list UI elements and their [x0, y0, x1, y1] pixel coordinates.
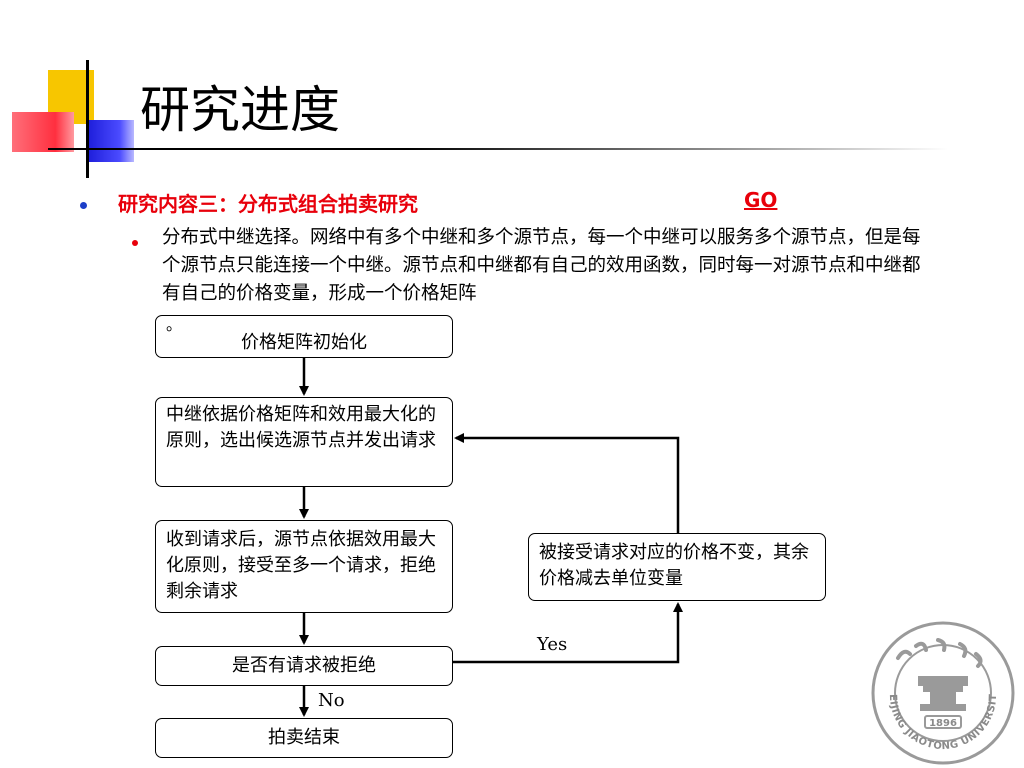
title-decoration-vertical-line — [86, 60, 89, 178]
flow-decision-rejected: 是否有请求被拒绝 — [155, 646, 453, 686]
flow-label-no: No — [318, 690, 345, 711]
flow-step-end: 拍卖结束 — [155, 718, 453, 758]
arrow-price-update-to-relay — [454, 433, 680, 533]
slide-title: 研究进度 — [140, 81, 340, 139]
bullet-dot-level1 — [80, 202, 87, 209]
seal-year: 1896 — [929, 718, 957, 729]
flow-step-init: 。 价格矩阵初始化 — [155, 315, 453, 358]
title-decoration-red — [12, 112, 74, 152]
title-decoration-blue — [86, 120, 134, 162]
flow-step-relay-request: 中继依据价格矩阵和效用最大化的原则，选出候选源节点并发出请求 — [155, 397, 453, 487]
title-underline — [48, 148, 948, 150]
bullet-dot-level2 — [132, 240, 138, 246]
flow-step-receive-request: 收到请求后，源节点依据效用最大化原则，接受至多一个请求，拒绝剩余请求 — [155, 520, 453, 613]
university-seal-logo: 1896 BEIJING JIAOTONG UNIVERSITY — [868, 618, 1015, 765]
bullet-description: 分布式中继选择。网络中有多个中继和多个源节点，每一个中继可以服务多个源节点，但是… — [162, 227, 921, 304]
flow-step-init-corner-mark: 。 — [166, 315, 183, 334]
flow-step-price-update: 被接受请求对应的价格不变，其余价格减去单位变量 — [528, 533, 826, 601]
flow-step-init-label: 价格矩阵初始化 — [241, 332, 367, 353]
bullet-research-topic: 研究内容三：分布式组合拍卖研究 — [118, 192, 418, 216]
flow-label-yes: Yes — [537, 634, 568, 655]
go-link[interactable]: GO — [744, 188, 778, 212]
